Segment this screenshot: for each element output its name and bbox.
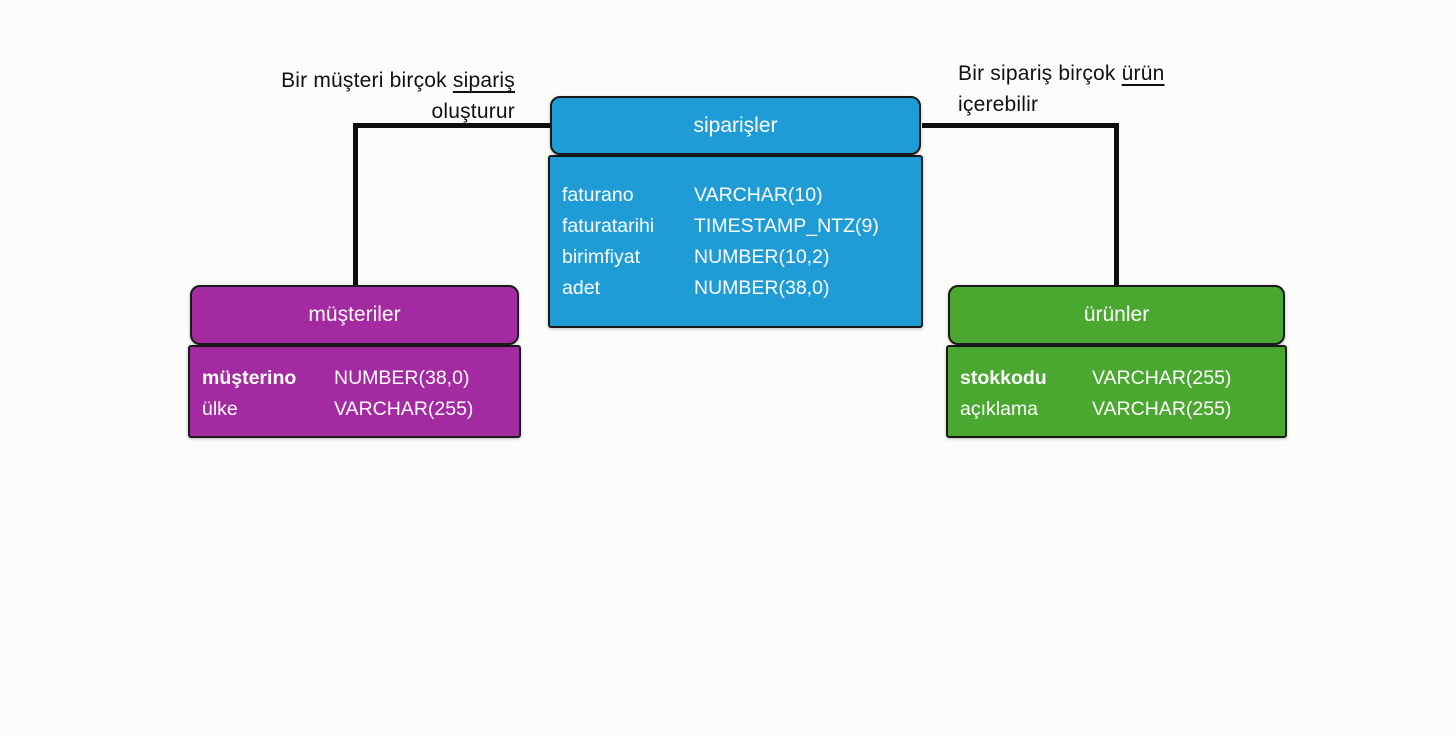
connector-urunler-siparisler <box>922 123 1119 285</box>
field-row: stokkodu VARCHAR(255) <box>948 363 1285 394</box>
field-row: ülke VARCHAR(255) <box>190 394 519 425</box>
entity-siparisler-title: siparişler <box>550 96 921 155</box>
field-name: açıklama <box>960 398 1039 420</box>
field-type: VARCHAR(255) <box>334 398 474 420</box>
relationship-note-line2: oluşturur <box>431 100 515 123</box>
field-type: VARCHAR(10) <box>694 184 823 206</box>
field-type: NUMBER(38,0) <box>694 277 830 299</box>
entity-siparisler: siparişler faturano VARCHAR(10) faturata… <box>548 96 923 328</box>
field-name: adet <box>562 277 600 299</box>
field-row: müşterino NUMBER(38,0) <box>190 363 519 394</box>
field-name-primary-key: stokkodu <box>960 367 1047 389</box>
note-underlined-word: sipariş <box>452 69 515 92</box>
relationship-note-line1: Bir müşteri birçok sipariş <box>233 65 515 96</box>
connector-musteriler-siparisler <box>353 123 550 285</box>
field-name-primary-key: müşterino <box>202 367 297 389</box>
relationship-note-line1: Bir sipariş birçok ürün <box>958 58 1258 89</box>
entity-urunler: ürünler stokkodu VARCHAR(255) açıklama V… <box>946 285 1287 438</box>
field-type: VARCHAR(255) <box>1092 398 1232 420</box>
field-row: faturatarihi TIMESTAMP_NTZ(9) <box>550 211 921 242</box>
field-name: birimfiyat <box>562 246 641 268</box>
field-name: faturatarihi <box>562 215 655 237</box>
field-type: NUMBER(38,0) <box>334 367 470 389</box>
entity-musteriler-fields: müşterino NUMBER(38,0) ülke VARCHAR(255) <box>188 345 521 438</box>
note-underlined-word: ürün <box>1121 62 1165 85</box>
note-text: Bir sipariş birçok <box>958 62 1122 85</box>
relationship-note-order-products: Bir sipariş birçok ürün içerebilir <box>958 58 1258 120</box>
field-type: NUMBER(10,2) <box>694 246 830 268</box>
note-text: Bir müşteri birçok <box>281 69 453 92</box>
entity-musteriler: müşteriler müşterino NUMBER(38,0) ülke V… <box>188 285 521 438</box>
field-type: VARCHAR(255) <box>1092 367 1232 389</box>
entity-siparisler-fields: faturano VARCHAR(10) faturatarihi TIMEST… <box>548 155 923 328</box>
entity-musteriler-title: müşteriler <box>190 285 519 345</box>
field-name: faturano <box>562 184 634 206</box>
entity-urunler-title: ürünler <box>948 285 1285 345</box>
relationship-note-line2: içerebilir <box>958 93 1039 116</box>
entity-urunler-fields: stokkodu VARCHAR(255) açıklama VARCHAR(2… <box>946 345 1287 438</box>
field-row: faturano VARCHAR(10) <box>550 180 921 211</box>
field-row: açıklama VARCHAR(255) <box>948 394 1285 425</box>
relationship-note-customer-orders: Bir müşteri birçok sipariş oluşturur <box>233 65 515 127</box>
field-type: TIMESTAMP_NTZ(9) <box>694 215 879 237</box>
field-row: birimfiyat NUMBER(10,2) <box>550 242 921 273</box>
field-name: ülke <box>202 398 238 420</box>
field-row: adet NUMBER(38,0) <box>550 273 921 304</box>
